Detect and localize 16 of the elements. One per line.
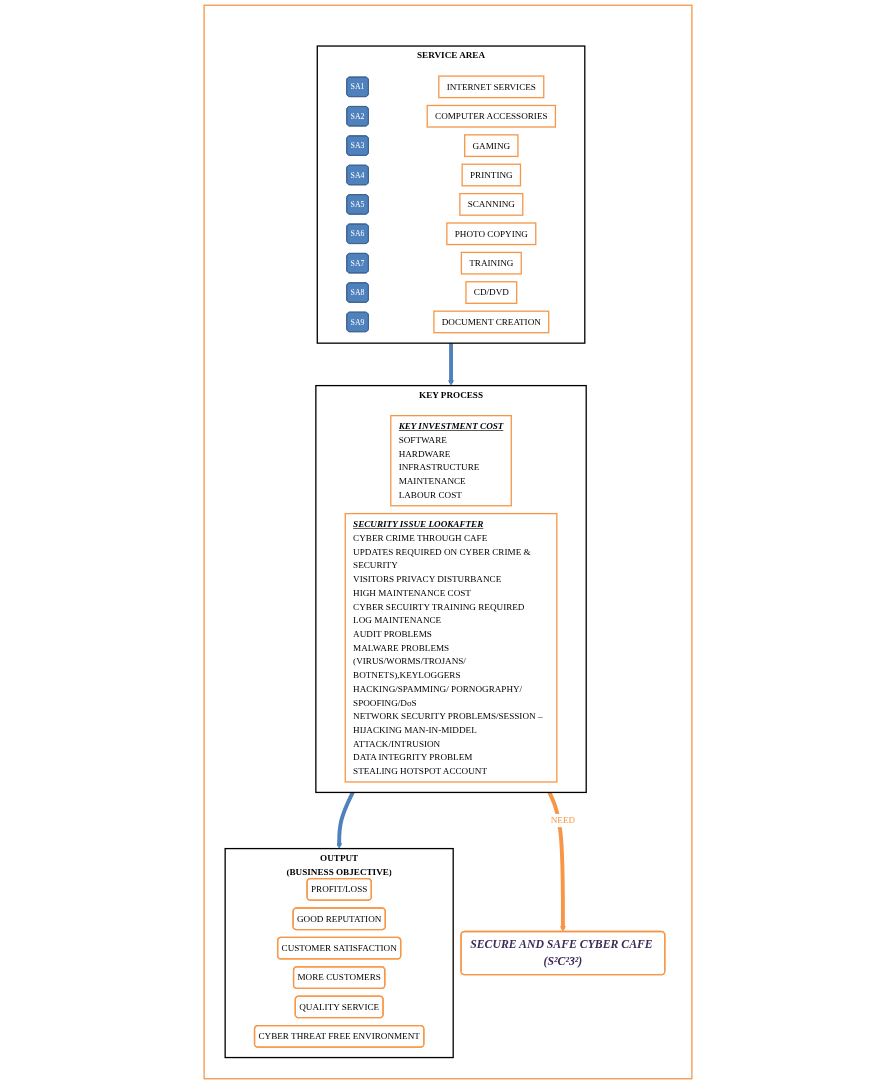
node-box: TRAINING: [460, 251, 522, 275]
node-box: SCANNING: [459, 192, 524, 216]
node-box: GAMING: [464, 134, 519, 158]
node-box: CD/DVD: [465, 281, 518, 304]
node-box: COMPUTER ACCESSORIES: [426, 104, 557, 128]
node-box: DOCUMENT CREATION: [433, 310, 550, 334]
edge-label: NEED: [550, 815, 576, 826]
node-box: INTERNET SERVICES: [438, 75, 545, 99]
arrow: [547, 791, 566, 932]
arrow: [336, 791, 355, 849]
node-box: PRINTING: [461, 163, 522, 187]
node-box: SECURITY ISSUE LOOKAFTER CYBER CRIME THROUGH CAFE UPDATES REQUIRED ON CYBER CRIME & SECURITY VISITORS PRIVACY DISTURBANCE HIGH MAINTENANCE COST CYBER SECUIRTY TRAINING REQUIRED LOG MAINTENANCE AUDIT PROBLEMS MALWARE PROBLEMS (VIRUS/WORMS/TROJANS/ BOTNETS),KEYLOGGERS HACKING/SPAMMING/ PORNOGRAPHY/ SPOOFING/DoS NETWORK SECURITY PROBLEMS/SESSION – HIJACKING MAN-IN-MIDDEL ATTACK/INTRUSION DATA INTEGRITY PROBLEM STEALING HOTSPOT ACCOUNT: [344, 512, 558, 783]
arrow: [448, 343, 454, 386]
cluster: [203, 4, 693, 1080]
node-box: PHOTO COPYING: [446, 222, 537, 246]
node-box: KEY INVESTMENT COST SOFTWARE HARDWARE INFRASTRUCTURE MAINTENANCE LABOUR COST: [390, 415, 512, 507]
